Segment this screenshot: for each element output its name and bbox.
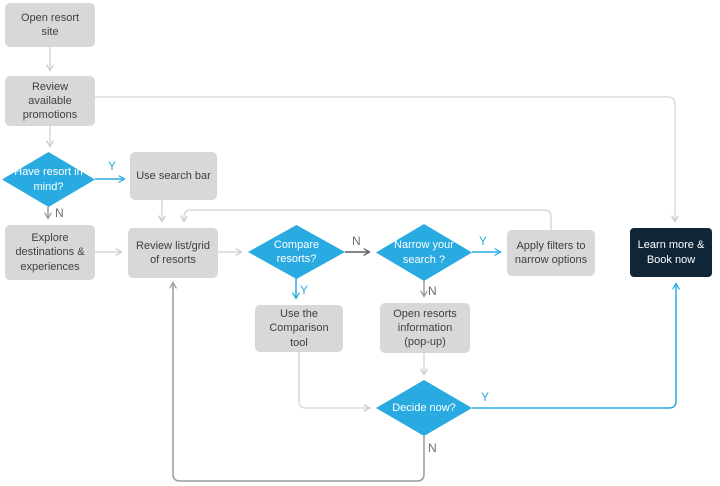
edge-label-have-resort-no: N: [55, 206, 64, 220]
node-label: Compare resorts?: [273, 238, 320, 265]
node-learn-more-book-now: Learn more & Book now: [630, 228, 712, 277]
node-open-resort-site: Open resort site: [5, 3, 95, 47]
node-review-promotions: Review available promotions: [5, 76, 95, 126]
node-apply-filters: Apply filters to narrow options: [507, 230, 595, 276]
node-label: Apply filters to narrow options: [514, 239, 588, 266]
edge-label-narrow-yes: Y: [479, 234, 488, 248]
edge-apply-filters-loop-to-review-list: [184, 209, 552, 230]
node-label: Open resorts information (pop-up): [393, 307, 457, 349]
node-label: Use search bar: [136, 169, 211, 182]
decision-compare-resorts: Compare resorts?: [248, 225, 345, 279]
edge-label-have-resort-yes: Y: [108, 159, 117, 173]
decision-have-resort-in-mind: Have resort in mind?: [2, 152, 95, 207]
node-review-list-grid: Review list/grid of resorts: [128, 228, 218, 278]
node-label: Decide now?: [392, 401, 456, 414]
node-label: Learn more & Book now: [637, 239, 705, 266]
edge-comparison-tool-to-decide: [298, 352, 369, 408]
node-label: Have resort in mind?: [14, 166, 83, 193]
edge-label-decide-yes: Y: [481, 390, 490, 404]
edge-label-decide-no: N: [428, 441, 437, 455]
node-explore-destinations: Explore destinations & experiences: [5, 225, 95, 280]
node-resort-info-popup: Open resorts information (pop-up): [380, 303, 470, 353]
node-label: Review list/grid of resorts: [136, 239, 210, 266]
node-comparison-tool: Use the Comparison tool: [255, 305, 343, 352]
decision-decide-now: Decide now?: [376, 380, 472, 436]
node-label: Explore destinations & experiences: [15, 232, 85, 273]
edge-decide-yes-to-book: [472, 284, 676, 409]
node-label: Open resort site: [20, 11, 80, 38]
edge-label-compare-yes: Y: [300, 283, 309, 297]
node-label: Review available promotions: [22, 80, 78, 122]
node-use-search-bar: Use search bar: [130, 152, 217, 200]
node-label: Use the Comparison tool: [269, 308, 329, 349]
edge-label-compare-no: N: [352, 234, 361, 248]
decision-narrow-your-search: Narrow your search ?: [376, 224, 472, 281]
node-label: Narrow your search ?: [394, 239, 454, 266]
edge-label-narrow-no: N: [428, 284, 437, 298]
